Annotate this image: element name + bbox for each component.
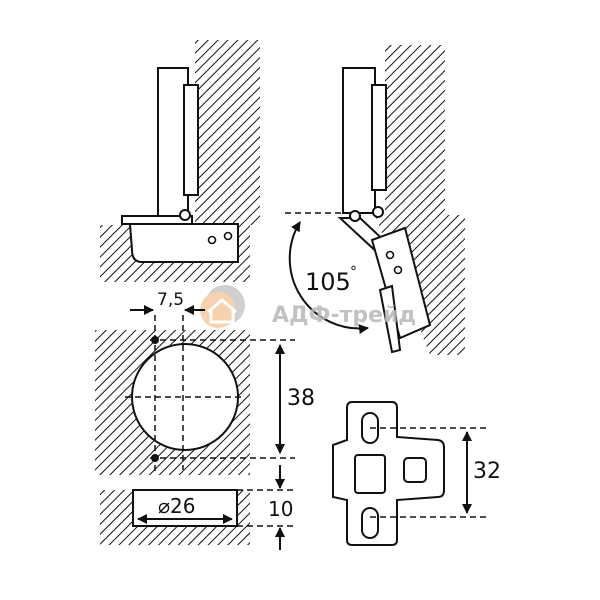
hinge-arm-plate <box>183 84 199 196</box>
hole-spacing-label: 32 <box>473 459 501 484</box>
screw-point <box>151 454 159 462</box>
pivot-icon <box>372 206 384 218</box>
angle-label: 105 <box>305 268 351 296</box>
cup-section-view: ⌀26 10 <box>100 465 295 550</box>
mounting-plate <box>332 401 445 546</box>
diameter-label: ⌀26 <box>158 494 196 518</box>
screw-point <box>151 336 159 344</box>
hinge-arm-plate <box>371 84 387 191</box>
cabinet-wall-hatch <box>195 40 260 225</box>
open-hinge-view: 105 ° <box>285 45 465 355</box>
hinge-cup <box>128 223 239 263</box>
edge-distance-label: 10 <box>268 497 293 521</box>
closed-hinge-view <box>100 40 260 282</box>
hinge-arm <box>342 67 376 214</box>
mounting-plate-view: 32 <box>332 401 501 546</box>
square-hole-icon <box>403 457 427 483</box>
watermark-logo: АДФ-трейд <box>200 285 416 328</box>
center-cutout <box>354 454 386 494</box>
pivot-icon <box>179 209 191 221</box>
screw-hole-icon <box>385 250 395 260</box>
cabinet-wall-hatch <box>385 45 445 215</box>
screw-hole-icon <box>207 235 217 245</box>
screw-hole-icon <box>223 231 233 241</box>
screw-hole-icon <box>393 265 403 275</box>
slot-hole-icon <box>361 507 379 539</box>
cup-hole-view: 7,5 38 <box>95 290 315 475</box>
height-span-label: 38 <box>287 386 315 411</box>
angle-arc <box>288 221 369 335</box>
degree-sign: ° <box>350 264 357 280</box>
pivot-icon <box>349 210 361 222</box>
watermark-text: АДФ-трейд <box>272 303 416 328</box>
offset-label: 7,5 <box>157 290 184 310</box>
door-edge <box>378 284 402 354</box>
